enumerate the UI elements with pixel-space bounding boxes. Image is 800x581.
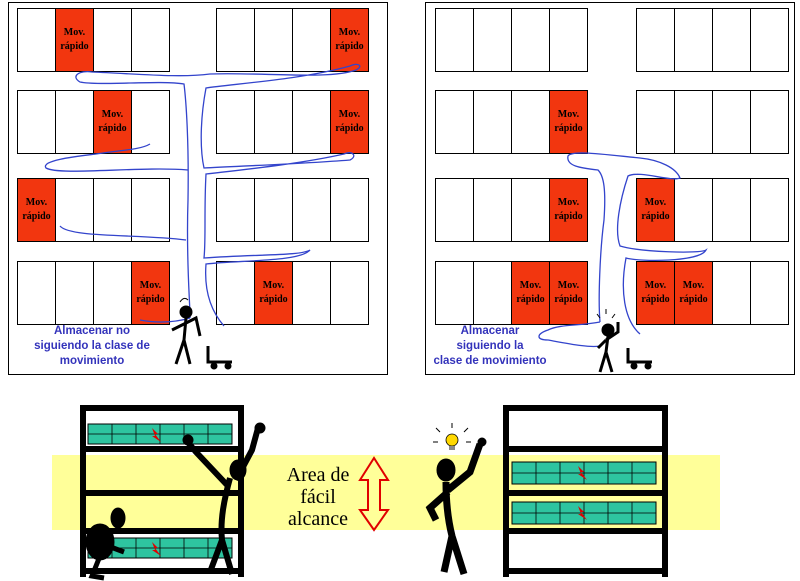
storage-slot (750, 90, 789, 154)
storage-slot (473, 90, 512, 154)
picker-route-ordered (538, 152, 708, 348)
fast-moving-slot: Mov.rápido (549, 261, 588, 325)
fast-moving-slot: Mov.rápido (254, 261, 293, 325)
rack-left-row2-a: Mov.rápido (17, 90, 170, 154)
worker-idea-figure (425, 437, 487, 576)
storage-slot (674, 178, 713, 242)
storage-slot (254, 8, 293, 72)
storage-slot (549, 8, 588, 72)
storage-slot (435, 178, 474, 242)
easy-reach-label: Area de fácil alcance (286, 464, 350, 530)
rack-left-row1-b: Mov.rápido (216, 8, 369, 72)
caption-unordered: Almacenar no siguiendo la clase de movim… (34, 325, 150, 367)
fast-moving-slot: Mov.rápido (549, 178, 588, 242)
storage-slot (292, 261, 331, 325)
rack-right-row1-b (636, 8, 789, 72)
fast-moving-slot: Mov.rápido (93, 90, 132, 154)
bin-row-left-top (87, 423, 233, 445)
storage-slot (330, 178, 369, 242)
rack-left-row1-a: Mov.rápido (17, 8, 170, 72)
storage-slot (712, 261, 751, 325)
hand-cart-right (626, 348, 652, 370)
shelf-unit-right (503, 405, 668, 577)
worker-figure-left (171, 297, 202, 365)
storage-slot (330, 261, 369, 325)
storage-slot (674, 90, 713, 154)
storage-slot (254, 90, 293, 154)
rack-right-row4-a: Mov.rápido Mov.rápido (435, 261, 588, 325)
caption-ordered: Almacenar siguiendo la clase de movimien… (433, 325, 547, 367)
fast-moving-slot: Mov.rápido (636, 261, 675, 325)
bin-row-right-lower (511, 501, 657, 525)
rack-right-row4-b: Mov.rápido Mov.rápido (636, 261, 789, 325)
fast-moving-slot: Mov.rápido (674, 261, 713, 325)
worker-crouching (85, 507, 126, 581)
shelf-unit-left (80, 405, 244, 577)
rack-right-row2-a: Mov.rápido (435, 90, 588, 154)
storage-slot (511, 8, 550, 72)
rack-right-row1-a (435, 8, 588, 72)
storage-slot (55, 261, 94, 325)
rack-left-row4-b: Mov.rápido (216, 261, 369, 325)
rack-right-row3-b: Mov.rápido (636, 178, 789, 242)
storage-slot (750, 178, 789, 242)
hand-cart-left (206, 346, 232, 370)
worker-figure-right (596, 309, 620, 373)
fast-moving-slot: Mov.rápido (511, 261, 550, 325)
fast-moving-slot: Mov.rápido (330, 90, 369, 154)
storage-slot (636, 90, 675, 154)
storage-slot (55, 90, 94, 154)
rack-left-row2-b: Mov.rápido (216, 90, 369, 154)
fast-moving-slot: Mov.rápido (636, 178, 675, 242)
storage-slot (750, 8, 789, 72)
picker-route-unordered (44, 63, 361, 327)
storage-slot (131, 8, 170, 72)
storage-slot (712, 178, 751, 242)
storage-slot (17, 8, 56, 72)
storage-slot (131, 178, 170, 242)
fast-moving-slot: Mov.rápido (330, 8, 369, 72)
storage-slot (17, 90, 56, 154)
fast-moving-slot: Mov.rápido (131, 261, 170, 325)
storage-slot (131, 90, 170, 154)
rack-left-row3-b (216, 178, 369, 242)
storage-slot (712, 8, 751, 72)
rack-right-row2-b (636, 90, 789, 154)
storage-slot (435, 8, 474, 72)
storage-slot (674, 8, 713, 72)
storage-slot (473, 178, 512, 242)
rack-left-row4-a: Mov.rápido (17, 261, 170, 325)
fast-moving-slot: Mov.rápido (549, 90, 588, 154)
worker-stretching (182, 422, 266, 575)
idea-lightbulb-icon (433, 423, 471, 450)
storage-slot (435, 261, 474, 325)
storage-slot (292, 90, 331, 154)
storage-slot (750, 261, 789, 325)
storage-slot (216, 90, 255, 154)
rack-right-row3-a: Mov.rápido (435, 178, 588, 242)
bin-row-right-upper (511, 461, 657, 485)
reach-arrow-icon (358, 456, 390, 532)
